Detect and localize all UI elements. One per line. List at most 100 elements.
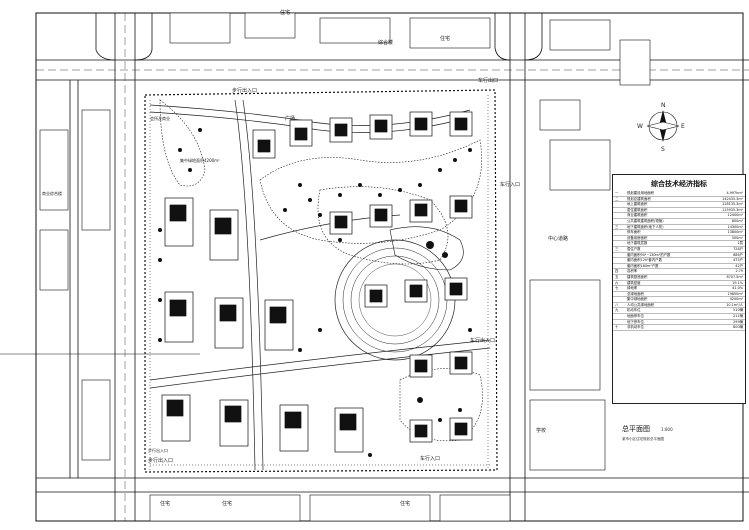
legend-cell-k: 集中绿地面积 — [625, 296, 704, 303]
legend-cell-k: 机动车位 — [625, 307, 704, 315]
drawing-title: 总平面图 — [622, 425, 650, 433]
legend-cell-k: 建筑密度 — [625, 280, 704, 287]
legend-cell-v: 142435.3m² — [703, 196, 745, 203]
legend-cell-n — [613, 257, 625, 264]
label-entry-north-left: 步行出入口 — [232, 87, 257, 94]
legend-cell-k: 套内面积180m²户数 — [625, 263, 704, 270]
legend-cell-v: 115935.3m² — [703, 207, 745, 214]
label-bottom-building-b: 住宅 — [222, 500, 232, 507]
legend-cell-k: 停车面积 — [625, 229, 704, 236]
south-label: S — [661, 146, 665, 153]
legend-cell-k: 建筑基底面积 — [625, 274, 704, 281]
legend-cell-v: 500m² — [703, 235, 745, 242]
legend-title: 综合技术经济指标 — [651, 180, 707, 188]
east-label: E — [681, 123, 685, 130]
legend-cell-n — [613, 319, 625, 326]
legend-cell-v: 2.79 — [703, 268, 745, 275]
legend-cell-k: 规划建设用地面积 — [625, 191, 704, 197]
plan-labels: 住宅 综合楼 住宅 步行出入口 车行出口 广场 集中绿地面积4200m² 会所及… — [42, 9, 568, 507]
legend-cell-n: 二 — [613, 196, 625, 203]
legend-cell-n — [613, 296, 625, 303]
label-green-area: 集中绿地面积4200m² — [180, 157, 220, 163]
north-arrow-icon: N S E W — [637, 102, 685, 153]
legend-cell-k: 绿地率 — [625, 285, 704, 292]
legend-row: 公共建筑建筑面积(物管)800m² — [613, 218, 745, 225]
legend-cell-v: 42户 — [703, 263, 745, 270]
legend-cell-v: 4.997hm² — [703, 191, 745, 197]
drawing-scale: 1:800 — [661, 427, 673, 432]
legend-cell-k: 商业建筑面积 — [625, 212, 704, 219]
legend-cell-k: 设备用房面积 — [625, 235, 704, 242]
label-school: 学校 — [536, 427, 546, 434]
label-entry-north-right: 车行出口 — [478, 77, 498, 84]
legend-cell-k: 套内面积90²~130m²的户数 — [625, 252, 704, 259]
legend-cell-n: 三 — [613, 246, 625, 253]
legend-cell-n — [613, 218, 625, 225]
internal-roads — [149, 99, 491, 471]
legend-cell-v: 10.1m²/人 — [703, 302, 745, 309]
legend-cell-v: 800m² — [703, 218, 745, 225]
legend-cell-n — [613, 212, 625, 219]
label-left-facility: 会所及商业 — [150, 115, 170, 121]
label-top-building-a: 住宅 — [280, 9, 290, 16]
north-label: N — [661, 102, 666, 109]
legend-cell-v: 19.1% — [703, 280, 745, 287]
legend-cell-n — [613, 240, 625, 247]
legend-cell-n — [613, 207, 625, 214]
legend-cell-n: 三 — [613, 224, 625, 231]
legend-cell-n — [613, 229, 625, 236]
legend-cell-k: 套内面积120²套内户数 — [625, 257, 704, 264]
legend-cell-v: 800辆 — [703, 324, 745, 331]
legend-cell-n: 九 — [613, 307, 625, 315]
legend-cell-k: 地下建筑面积(地下人防) — [625, 224, 704, 231]
site-boundary — [144, 89, 498, 473]
legend-cell-k: 公共建筑建筑面积(物管) — [625, 218, 704, 225]
landscape — [159, 99, 483, 442]
label-bottom-entry-left: 步行出入口 — [148, 457, 173, 464]
label-left-building: 商业综合楼 — [42, 190, 62, 196]
label-top-building-b: 综合楼 — [378, 39, 393, 46]
legend-cell-n: 七 — [613, 285, 625, 292]
label-bottom-entry-right: 车行入口 — [420, 455, 440, 462]
label-right-mid-road: 中心道路 — [548, 235, 568, 242]
legend-row: 三地下建筑面积(地下人防)14300m² — [613, 224, 745, 231]
legend-cell-n — [613, 252, 625, 259]
legend-cell-n: 十 — [613, 324, 625, 331]
drawing-subtitle: 某市小区住宅规划总平面图 — [622, 437, 664, 441]
legend-cell-v: 1层 — [703, 240, 745, 247]
legend-cell-v: 8707.5m² — [703, 274, 745, 281]
legend-cell-v: 12400m² — [703, 212, 745, 219]
legend-cell-v: 128135.3m² — [703, 201, 745, 208]
label-right-entry-mid: 车行入口 — [500, 181, 520, 188]
legend-cell-n — [613, 313, 625, 320]
legend-cell-v: 299辆 — [703, 319, 745, 326]
label-right-entry-east: 车行出入口 — [470, 337, 495, 344]
legend-cell-k: 地下停车位 — [625, 319, 704, 326]
legend-cell-n — [613, 201, 625, 208]
legend-cell-v: 686户 — [703, 252, 745, 259]
label-south-road: 步行出入口 — [148, 447, 168, 453]
legend-cell-k: 居住户数 — [625, 246, 704, 253]
residential-buildings — [161, 111, 473, 453]
title-block: 总平面图 1:800 某市小区住宅规划总平面图 — [622, 416, 732, 442]
legend-cell-k: 地上建筑面积 — [625, 201, 704, 208]
legend-cell-v: 211辆 — [703, 313, 745, 320]
legend-cell-v: 728户 — [703, 246, 745, 253]
legend-cell-n: 一 — [613, 191, 625, 197]
